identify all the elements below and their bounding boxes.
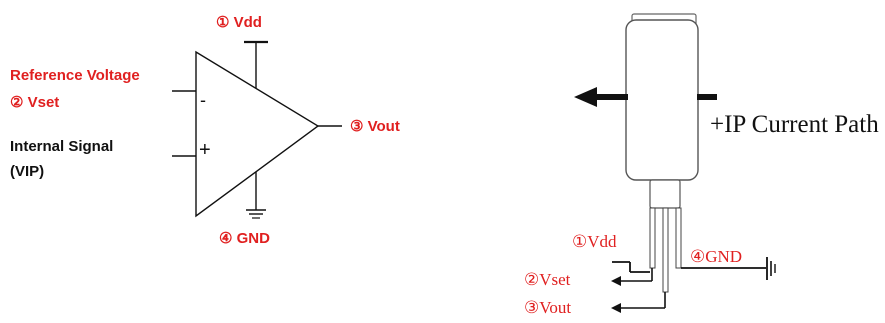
vset-pin-label: ②Vset	[524, 270, 571, 289]
plus-sign: +	[199, 139, 211, 161]
sensor-leg-shoulder	[649, 179, 681, 209]
ground-icon	[246, 209, 266, 219]
minus-sign: -	[200, 90, 206, 110]
vip-label: (VIP)	[10, 163, 44, 180]
sensor-body	[625, 19, 699, 181]
vout-arrow	[611, 292, 666, 313]
vout-pin-label: ③Vout	[524, 298, 571, 317]
opamp-triangle	[195, 50, 320, 218]
sensor-leads	[649, 207, 682, 293]
internal-signal-label: Internal Signal	[10, 138, 113, 155]
current-path-arrow	[574, 87, 717, 107]
gnd-label: ④ GND	[219, 230, 270, 247]
sensor-package-diagram: +IP Current Path	[524, 13, 879, 317]
vdd-label: ① Vdd	[216, 14, 262, 31]
current-path-label: +IP Current Path	[710, 111, 879, 138]
vset-arrow	[611, 268, 653, 286]
vout-label: ③ Vout	[350, 118, 400, 135]
ground-icon-right	[766, 257, 776, 280]
vdd-pin-label: ①Vdd	[572, 232, 617, 251]
vset-label: ② Vset	[10, 94, 59, 111]
vdd-wire	[612, 261, 650, 273]
opamp-diagram: - + ① Vdd Reference Voltage ② Vset Inter…	[10, 14, 400, 247]
reference-voltage-label: Reference Voltage	[10, 67, 140, 84]
gnd-pin-label: ④GND	[690, 247, 742, 266]
